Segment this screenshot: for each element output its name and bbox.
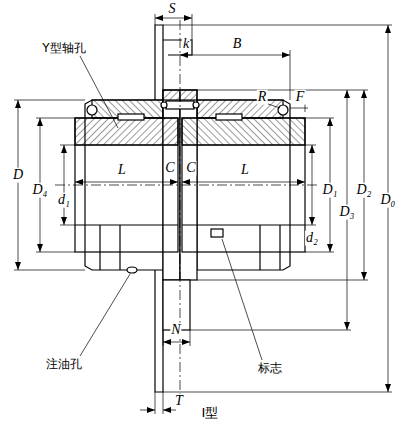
dimension-label: F: [295, 90, 306, 105]
dimension-label: D₂: [356, 183, 373, 198]
dimension-label: d₁: [57, 193, 71, 208]
dimension-label: S: [168, 2, 177, 17]
dimension-label: L: [117, 163, 127, 178]
part-label: 注油孔: [45, 358, 83, 371]
dimension-label: N: [170, 323, 181, 338]
dimension-lines: [14, 14, 392, 414]
dimension-label: R: [257, 90, 268, 105]
dimension-label: T: [174, 394, 184, 409]
dimension-label: D₁: [322, 183, 339, 198]
dimension-label: D: [12, 168, 24, 183]
dimension-label: D₃: [339, 205, 356, 220]
dimension-label: L: [240, 163, 250, 178]
part-label: 标志: [257, 362, 283, 375]
figure-caption: I型: [201, 406, 220, 420]
dimension-label: D₀: [380, 193, 397, 208]
dimension-label: B: [232, 37, 243, 52]
center-lines: [55, 20, 320, 400]
dimension-label: k: [182, 37, 190, 52]
part-label: Y型轴孔: [41, 42, 86, 55]
dimension-label: D₄: [32, 183, 49, 198]
coupling-body: [75, 25, 305, 392]
dimension-label: C: [164, 161, 175, 176]
dimension-label: d₂: [305, 231, 319, 246]
dimension-label: C: [185, 161, 196, 176]
